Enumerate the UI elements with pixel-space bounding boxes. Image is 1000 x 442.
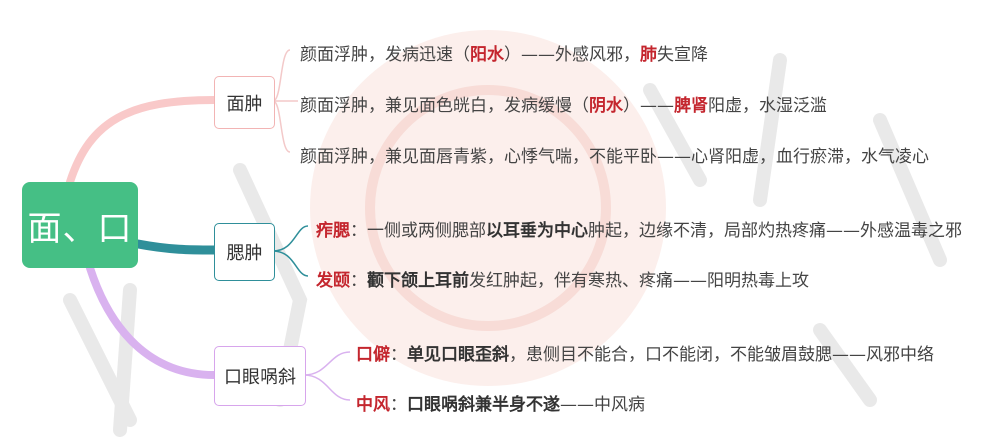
leaf-segment: 颧下颌上耳前 bbox=[367, 271, 469, 291]
bracket-saizhong bbox=[272, 225, 309, 277]
leaf-segment: 痄腮 bbox=[316, 221, 350, 241]
leaf-segment: 肿起，边缘不清，局部灼热疼痛——外感温毒之邪 bbox=[588, 221, 962, 241]
leaf-segment: 颜面浮肿，兼见面唇青紫，心悸气喘，不能平卧——心肾阳虚，血行瘀滞，水气凌心 bbox=[300, 147, 929, 167]
leaf-segment: 以耳垂为中心 bbox=[486, 221, 588, 241]
leaf-kouyan-1: 口僻：单见口眼歪斜，患侧目不能合，口不能闭，不能皱眉鼓腮——风邪中络 bbox=[356, 340, 934, 365]
leaf-mianzhong-3: 颜面浮肿，兼见面唇青紫，心悸气喘，不能平卧——心肾阳虚，血行瘀滞，水气凌心 bbox=[300, 142, 929, 167]
branch-node-mianzhong[interactable]: 面肿 bbox=[214, 76, 275, 129]
leaf-segment: 发颐 bbox=[316, 271, 350, 291]
leaf-segment: 阴水 bbox=[589, 96, 623, 116]
branch-node-saizhong[interactable]: 腮肿 bbox=[214, 223, 275, 281]
bracket-kouyan bbox=[303, 351, 351, 401]
leaf-saizhong-1: 痄腮：一侧或两侧腮部以耳垂为中心肿起，边缘不清，局部灼热疼痛——外感温毒之邪 bbox=[316, 216, 962, 241]
leaf-segment: 阳水 bbox=[470, 45, 504, 65]
leaf-segment: ： bbox=[350, 271, 367, 291]
leaf-segment: 脾肾 bbox=[674, 96, 708, 116]
watermark-brush-strokes bbox=[63, 53, 947, 437]
leaf-segment: 口眼㖞斜兼半身不遂 bbox=[407, 395, 560, 415]
root-label: 面、口 bbox=[27, 208, 133, 249]
leaf-segment: 口僻 bbox=[356, 345, 390, 365]
connector-root-to-mianzhong bbox=[66, 96, 218, 186]
leaf-segment: 发红肿起，伴有寒热、疼痛——阳明热毒上攻 bbox=[469, 271, 809, 291]
connector-root-to-saizhong bbox=[133, 239, 219, 255]
leaf-segment: ： bbox=[390, 395, 407, 415]
leaf-segment: 阳虚，水湿泛滥 bbox=[708, 96, 827, 116]
leaf-segment: ，患侧目不能合，口不能闭，不能皱眉鼓腮——风邪中络 bbox=[509, 345, 934, 365]
leaf-segment: 失宣降 bbox=[657, 45, 708, 65]
watermark-seal bbox=[310, 30, 666, 386]
leaf-segment: ——中风病 bbox=[560, 395, 645, 415]
branch-label: 面肿 bbox=[226, 93, 263, 115]
leaf-saizhong-2: 发颐：颧下颌上耳前发红肿起，伴有寒热、疼痛——阳明热毒上攻 bbox=[316, 266, 809, 291]
leaf-segment: ： bbox=[390, 345, 407, 365]
leaf-segment: 单见口眼歪斜 bbox=[407, 345, 509, 365]
leaf-segment: ）—— bbox=[623, 96, 674, 116]
leaf-mianzhong-1: 颜面浮肿，发病迅速（阳水）——外感风邪，肺失宣降 bbox=[300, 40, 708, 65]
leaf-segment: ：一侧或两侧腮部 bbox=[350, 221, 486, 241]
leaf-segment: 中风 bbox=[356, 395, 390, 415]
leaf-segment: ）——外感风邪， bbox=[504, 45, 640, 65]
leaf-segment: 颜面浮肿，发病迅速（ bbox=[300, 45, 470, 65]
branch-label: 口眼㖞斜 bbox=[224, 367, 296, 388]
branch-label: 腮肿 bbox=[226, 243, 263, 264]
branch-node-kouyan[interactable]: 口眼㖞斜 bbox=[214, 346, 306, 406]
leaf-kouyan-2: 中风：口眼㖞斜兼半身不遂——中风病 bbox=[356, 390, 645, 415]
connector-root-to-kouyan bbox=[86, 264, 218, 379]
leaf-mianzhong-2: 颜面浮肿，兼见面色㿠白，发病缓慢（阴水）——脾肾阳虚，水湿泛滥 bbox=[300, 91, 827, 116]
leaf-segment: 肺 bbox=[640, 45, 657, 65]
leaf-segment: 颜面浮肿，兼见面色㿠白，发病缓慢（ bbox=[300, 96, 589, 116]
root-node[interactable]: 面、口 bbox=[22, 182, 138, 268]
